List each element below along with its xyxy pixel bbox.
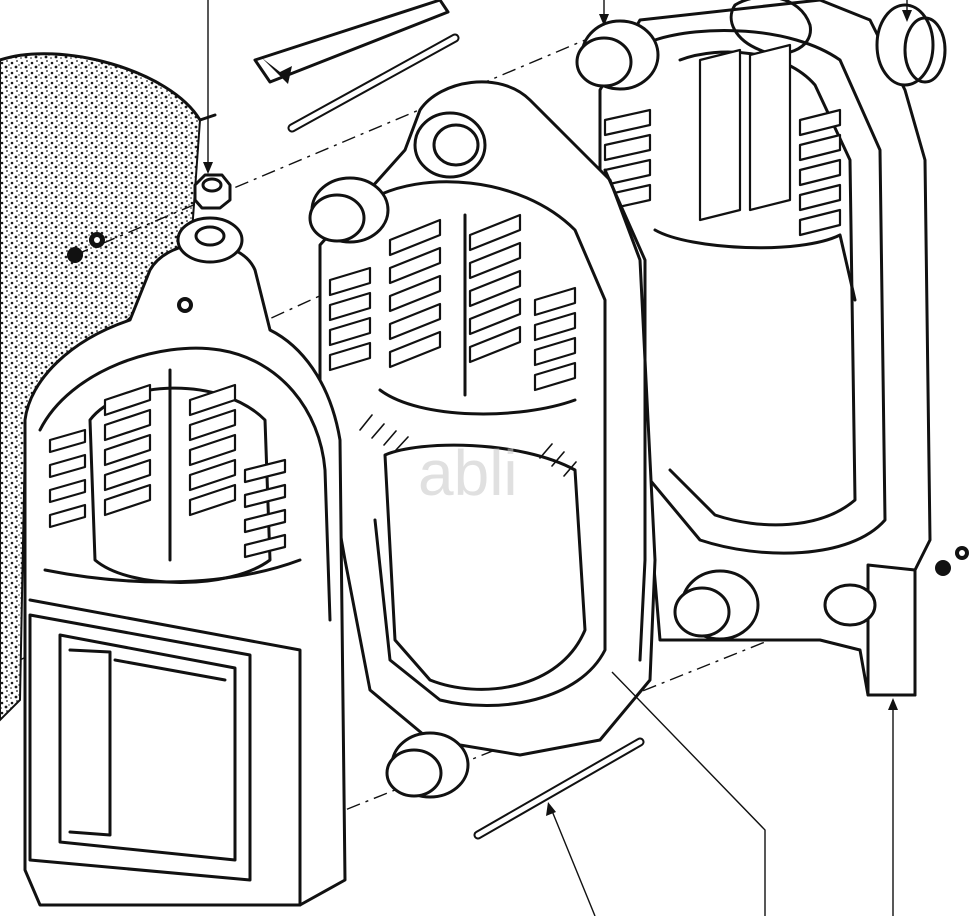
rear-lower-boss [823,583,877,627]
top-bracket [253,0,450,84]
middle-fins [328,213,577,392]
tie-rod-bottom [473,737,645,840]
boiler-section-rear [598,0,947,697]
rear-fins [603,43,842,237]
connector-nipple-bottom-left [385,731,470,799]
plug-nut [193,173,232,210]
bolt-right [935,546,969,576]
connector-nipple-bottom-right [673,569,760,641]
front-fins [48,383,287,559]
bracket-arrow-icon [262,58,292,84]
bolt-left [67,232,105,263]
watermark: abli [418,437,518,509]
leader-lines [203,0,912,916]
connector-nipple-top-left [308,176,390,244]
connector-nipple-top-right [575,19,660,91]
boiler-section-middle [318,80,657,757]
tie-rod-top [287,33,460,133]
insulation-edge [0,52,217,122]
boiler-section-front [23,216,347,907]
